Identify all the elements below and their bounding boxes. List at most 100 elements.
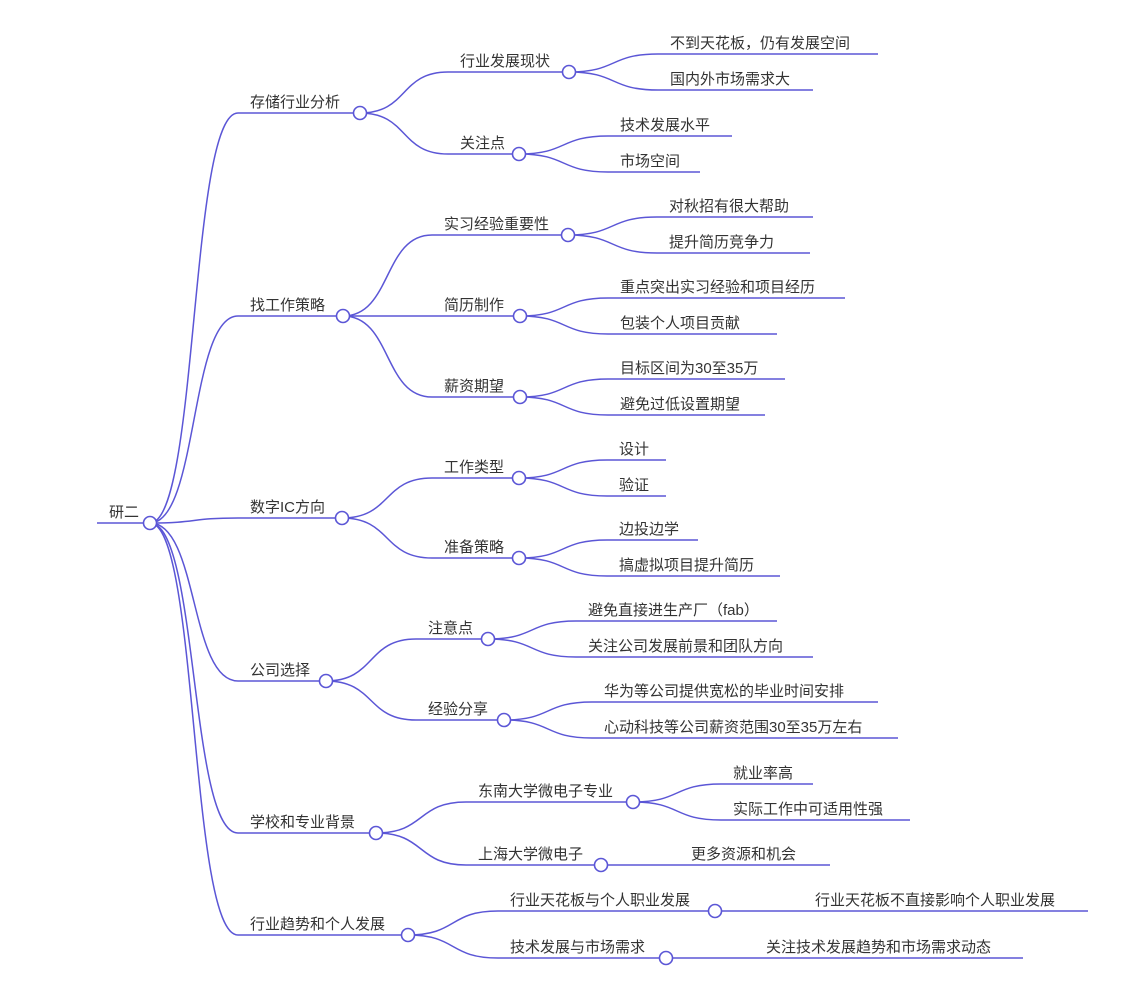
- leaf-node-3-0-0-label: 避免直接进生产厂（fab）: [588, 602, 759, 619]
- root-node-collapse-toggle[interactable]: [142, 515, 158, 531]
- link-sub-2-0-leaf-0: [518, 459, 608, 479]
- sub-node-4-0-label: 东南大学微电子专业: [478, 783, 613, 800]
- link-sub-4-0-leaf-0: [632, 783, 722, 803]
- sub-node-1-1-collapse-toggle[interactable]: [512, 308, 528, 324]
- sub-node-5-0-collapse-toggle[interactable]: [707, 903, 723, 919]
- leaf-node-0-0-1-label: 国内外市场需求大: [670, 71, 790, 88]
- link-sub-0-1-leaf-1: [518, 153, 609, 173]
- link-root-branch-3: [149, 522, 239, 682]
- leaf-node-5-1-0-label: 关注技术发展趋势和市场需求动态: [766, 939, 991, 956]
- link-sub-1-1-leaf-1: [519, 315, 609, 335]
- sub-node-1-0-collapse-toggle[interactable]: [560, 227, 576, 243]
- link-root-branch-1: [149, 315, 239, 524]
- sub-node-0-1-label: 关注点: [460, 135, 505, 152]
- branch-node-1-collapse-toggle[interactable]: [335, 308, 351, 324]
- branch-node-1-label: 找工作策略: [250, 297, 325, 314]
- sub-node-4-1-collapse-toggle[interactable]: [593, 857, 609, 873]
- link-sub-1-1-leaf-0: [519, 297, 609, 317]
- leaf-node-0-1-1-label: 市场空间: [620, 153, 680, 170]
- link-sub-1-0-leaf-1: [567, 234, 658, 254]
- sub-node-0-0-collapse-toggle[interactable]: [561, 64, 577, 80]
- branch-node-2-label: 数字IC方向: [250, 499, 325, 516]
- link-sub-0-1-leaf-0: [518, 135, 609, 155]
- sub-node-5-1-label: 技术发展与市场需求: [510, 939, 645, 956]
- leaf-node-4-0-1-label: 实际工作中可适用性强: [733, 801, 883, 818]
- link-sub-3-0-leaf-0: [487, 620, 577, 640]
- branch-node-0-label: 存储行业分析: [250, 94, 340, 111]
- sub-node-3-1-collapse-toggle[interactable]: [496, 712, 512, 728]
- branch-node-0-collapse-toggle[interactable]: [352, 105, 368, 121]
- link-sub-4-0-leaf-1: [632, 801, 722, 821]
- link-root-branch-4: [149, 522, 239, 834]
- mindmap-knots: [142, 64, 723, 966]
- sub-node-2-1-collapse-toggle[interactable]: [511, 550, 527, 566]
- leaf-node-1-0-0-label: 对秋招有很大帮助: [669, 198, 789, 215]
- sub-node-4-1-label: 上海大学微电子: [478, 846, 583, 863]
- branch-node-3-collapse-toggle[interactable]: [318, 673, 334, 689]
- link-branch-5-sub-1: [407, 934, 499, 959]
- leaf-node-1-1-0-label: 重点突出实习经验和项目经历: [620, 279, 815, 296]
- sub-node-3-0-label: 注意点: [428, 619, 473, 637]
- link-branch-5-sub-0: [407, 910, 499, 936]
- leaf-node-4-0-0-label: 就业率高: [733, 765, 793, 782]
- leaf-node-0-1-0-label: 技术发展水平: [620, 117, 710, 134]
- leaf-node-3-1-0-label: 华为等公司提供宽松的毕业时间安排: [604, 682, 844, 700]
- branch-node-2-collapse-toggle[interactable]: [334, 510, 350, 526]
- link-sub-3-1-leaf-0: [503, 701, 593, 721]
- link-branch-0-sub-1: [359, 112, 449, 155]
- leaf-node-2-1-1-label: 搞虚拟项目提升简历: [619, 557, 754, 574]
- link-sub-2-0-leaf-1: [518, 477, 608, 497]
- link-sub-2-1-leaf-0: [518, 539, 608, 559]
- leaf-node-2-1-0-label: 边投边学: [619, 521, 679, 538]
- link-sub-2-1-leaf-1: [518, 557, 608, 577]
- mindmap-links: [149, 53, 803, 959]
- branch-node-4-label: 学校和专业背景: [250, 814, 355, 831]
- sub-node-1-2-collapse-toggle[interactable]: [512, 389, 528, 405]
- leaf-node-5-0-0-label: 行业天花板不直接影响个人职业发展: [815, 891, 1055, 909]
- sub-node-2-0-collapse-toggle[interactable]: [511, 470, 527, 486]
- leaf-node-1-2-1-label: 避免过低设置期望: [620, 396, 740, 413]
- link-branch-1-sub-2: [342, 315, 433, 398]
- mindmap-labels: 研二存储行业分析行业发展现状不到天花板，仍有发展空间国内外市场需求大关注点技术发…: [109, 34, 1055, 956]
- sub-node-3-0-collapse-toggle[interactable]: [480, 631, 496, 647]
- leaf-node-3-0-1-label: 关注公司发展前景和团队方向: [588, 638, 783, 655]
- branch-node-5-collapse-toggle[interactable]: [400, 927, 416, 943]
- sub-node-1-1-label: 简历制作: [444, 297, 504, 314]
- sub-node-2-0-label: 工作类型: [444, 459, 504, 476]
- leaf-node-1-2-0-label: 目标区间为30至35万: [620, 360, 758, 377]
- link-branch-4-sub-0: [375, 801, 467, 834]
- leaf-node-4-1-0-label: 更多资源和机会: [691, 846, 796, 863]
- sub-node-1-0-label: 实习经验重要性: [444, 216, 549, 233]
- link-sub-0-0-leaf-0: [568, 53, 659, 73]
- link-branch-2-sub-1: [341, 517, 433, 559]
- sub-node-5-1-collapse-toggle[interactable]: [658, 950, 674, 966]
- sub-node-4-0-collapse-toggle[interactable]: [625, 794, 641, 810]
- leaf-node-0-0-0-label: 不到天花板，仍有发展空间: [670, 34, 850, 52]
- leaf-node-1-1-1-label: 包装个人项目贡献: [620, 315, 740, 332]
- sub-node-3-1-label: 经验分享: [428, 701, 488, 718]
- mindmap-underlines: [97, 53, 1088, 959]
- leaf-node-2-0-0-label: 设计: [619, 441, 649, 458]
- sub-node-0-0-label: 行业发展现状: [460, 53, 550, 70]
- branch-node-5-label: 行业趋势和个人发展: [250, 916, 385, 933]
- link-sub-0-0-leaf-1: [568, 71, 659, 91]
- link-branch-3-sub-0: [325, 638, 417, 682]
- link-branch-1-sub-0: [342, 234, 433, 317]
- link-branch-2-sub-0: [341, 477, 433, 519]
- link-sub-1-2-leaf-1: [519, 396, 609, 416]
- link-sub-3-1-leaf-1: [503, 719, 593, 739]
- branch-node-4-collapse-toggle[interactable]: [368, 825, 384, 841]
- sub-node-2-1-label: 准备策略: [444, 539, 504, 556]
- branch-node-3-label: 公司选择: [250, 662, 310, 679]
- link-branch-0-sub-0: [359, 71, 449, 114]
- link-sub-3-0-leaf-1: [487, 638, 577, 658]
- link-root-branch-2: [149, 517, 239, 524]
- sub-node-0-1-collapse-toggle[interactable]: [511, 146, 527, 162]
- link-root-branch-5: [149, 522, 239, 936]
- sub-node-1-2-label: 薪资期望: [444, 378, 504, 395]
- link-sub-1-2-leaf-0: [519, 378, 609, 398]
- link-branch-3-sub-1: [325, 680, 417, 721]
- sub-node-5-0-label: 行业天花板与个人职业发展: [510, 891, 690, 909]
